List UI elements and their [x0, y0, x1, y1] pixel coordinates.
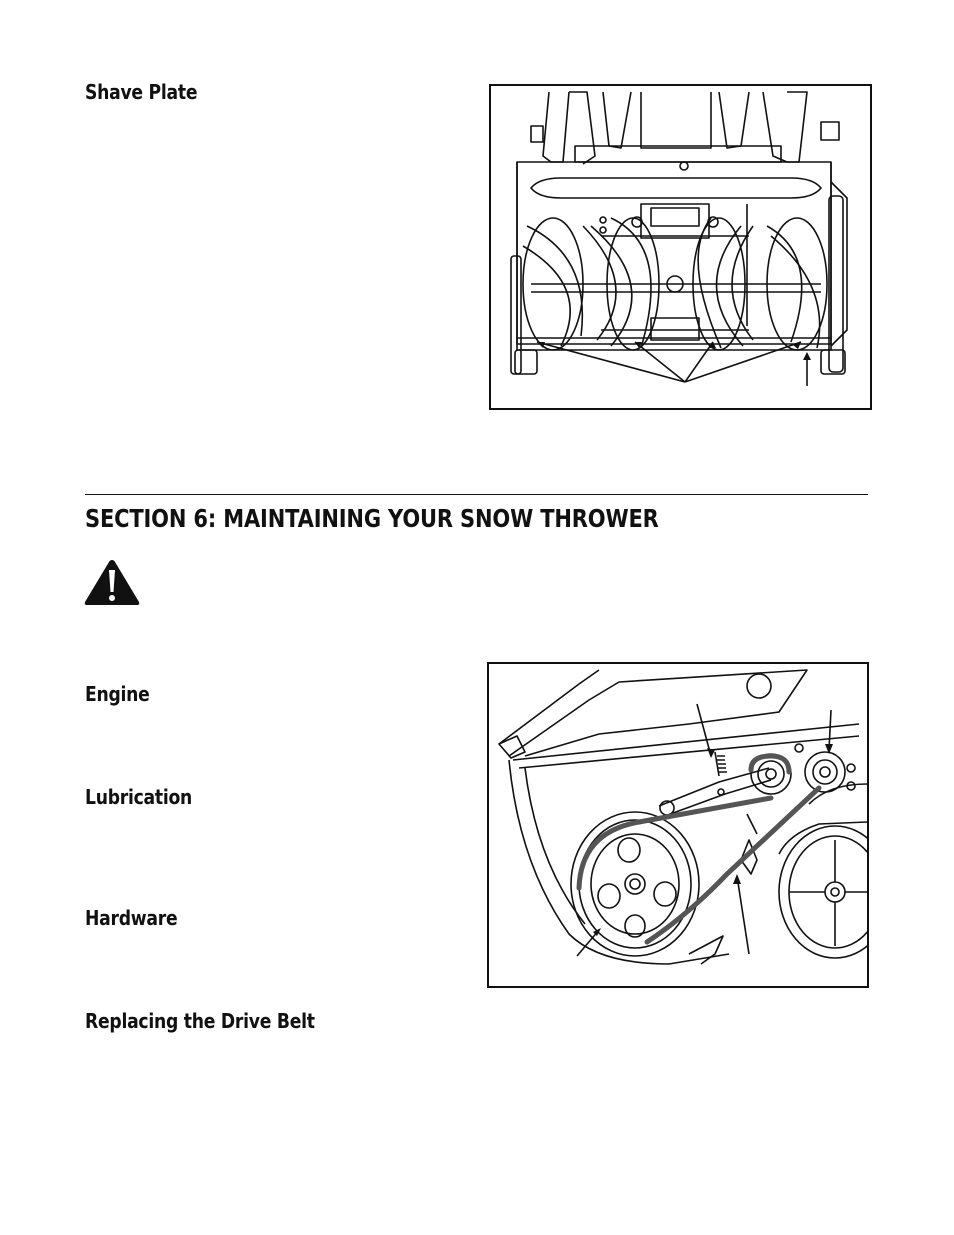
shave-plate-heading: Shave Plate [85, 80, 198, 104]
section-title: SECTION 6: MAINTAINING YOUR SNOW THROWER [85, 504, 659, 533]
engine-heading: Engine [85, 682, 150, 706]
warning-triangle-icon [83, 558, 141, 606]
section-divider [85, 494, 868, 495]
replacing-drive-belt-heading: Replacing the Drive Belt [85, 1009, 315, 1033]
auger-housing-figure [489, 84, 872, 410]
hardware-heading: Hardware [85, 906, 178, 930]
auger-housing-illustration [510, 91, 848, 386]
drive-belt-illustration [498, 669, 867, 965]
lubrication-heading: Lubrication [85, 785, 193, 809]
drive-belt-figure [487, 662, 869, 988]
